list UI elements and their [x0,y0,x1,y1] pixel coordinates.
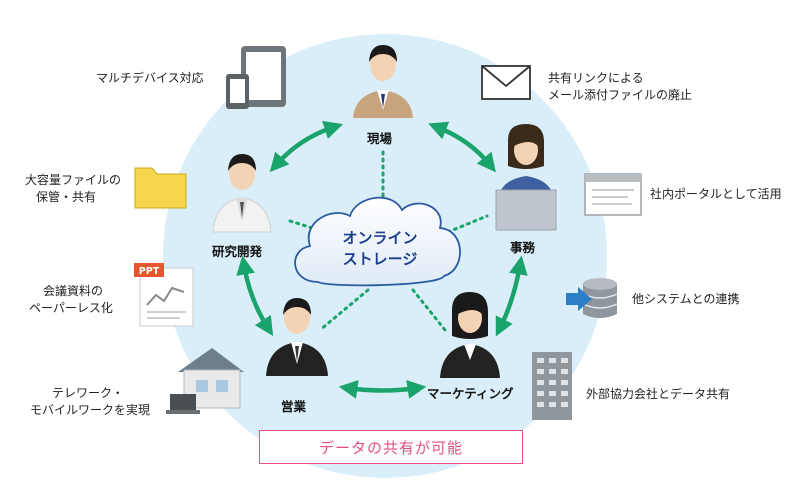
cloud-icon [294,196,461,287]
feature-telework-line2: モバイルワークを実現 [30,403,151,417]
feature-meeting: 会議資料の ペーパーレス化 [29,283,113,317]
feature-large-file: 大容量ファイルの 保管・共有 [25,172,121,206]
database-arrow-icon [566,278,618,318]
tablet-phone-icon [226,46,286,109]
feature-large-file-line1: 大容量ファイルの [25,173,122,187]
person-jimu-icon [495,124,557,231]
role-label-marketing: マーケティング [427,386,514,401]
person-marketing-icon [440,292,500,378]
feature-system: 他システムとの連携 [632,292,740,306]
feature-telework-line1: テレワーク・ [52,386,124,400]
banner-text: データの共有が可能 [318,438,463,457]
feature-share-link-line1: 共有リンクによる [548,71,644,85]
cloud-label-line1: オンライン [342,229,418,247]
person-kenkyu-icon [212,154,272,233]
ppt-badge: PPT [139,266,160,277]
feature-meeting-line2: ペーパーレス化 [29,301,113,315]
house-laptop-icon [166,348,244,414]
feature-external: 外部協力会社とデータ共有 [586,387,731,401]
cloud-label: オンライン ストレージ [320,228,440,270]
role-label-eigyo: 営業 [281,399,307,414]
feature-telework: テレワーク・ モバイルワークを実現 [30,385,150,419]
building-icon [532,352,572,420]
ppt-document-icon: PPT [134,263,194,327]
feature-meeting-line1: 会議資料の [43,284,104,298]
role-label-kenkyu: 研究開発 [212,244,263,259]
person-eigyo-icon [266,298,328,376]
browser-window-icon [584,173,642,216]
person-genba-icon [353,45,413,118]
feature-portal: 社内ポータルとして活用 [650,187,782,201]
green-arrows [236,120,528,399]
banner-share-possible: データの共有が可能 [259,430,523,464]
role-label-jimu: 事務 [510,240,536,255]
feature-share-link: 共有リンクによる メール添付ファイルの廃止 [548,70,692,104]
envelope-icon [481,65,531,100]
role-label-genba: 現場 [367,131,393,146]
feature-multi-device: マルチデバイス対応 [96,71,204,85]
feature-large-file-line2: 保管・共有 [36,190,97,204]
folder-icon [134,167,187,209]
feature-share-link-line2: メール添付ファイルの廃止 [548,88,693,102]
cloud-label-line2: ストレージ [342,250,418,268]
